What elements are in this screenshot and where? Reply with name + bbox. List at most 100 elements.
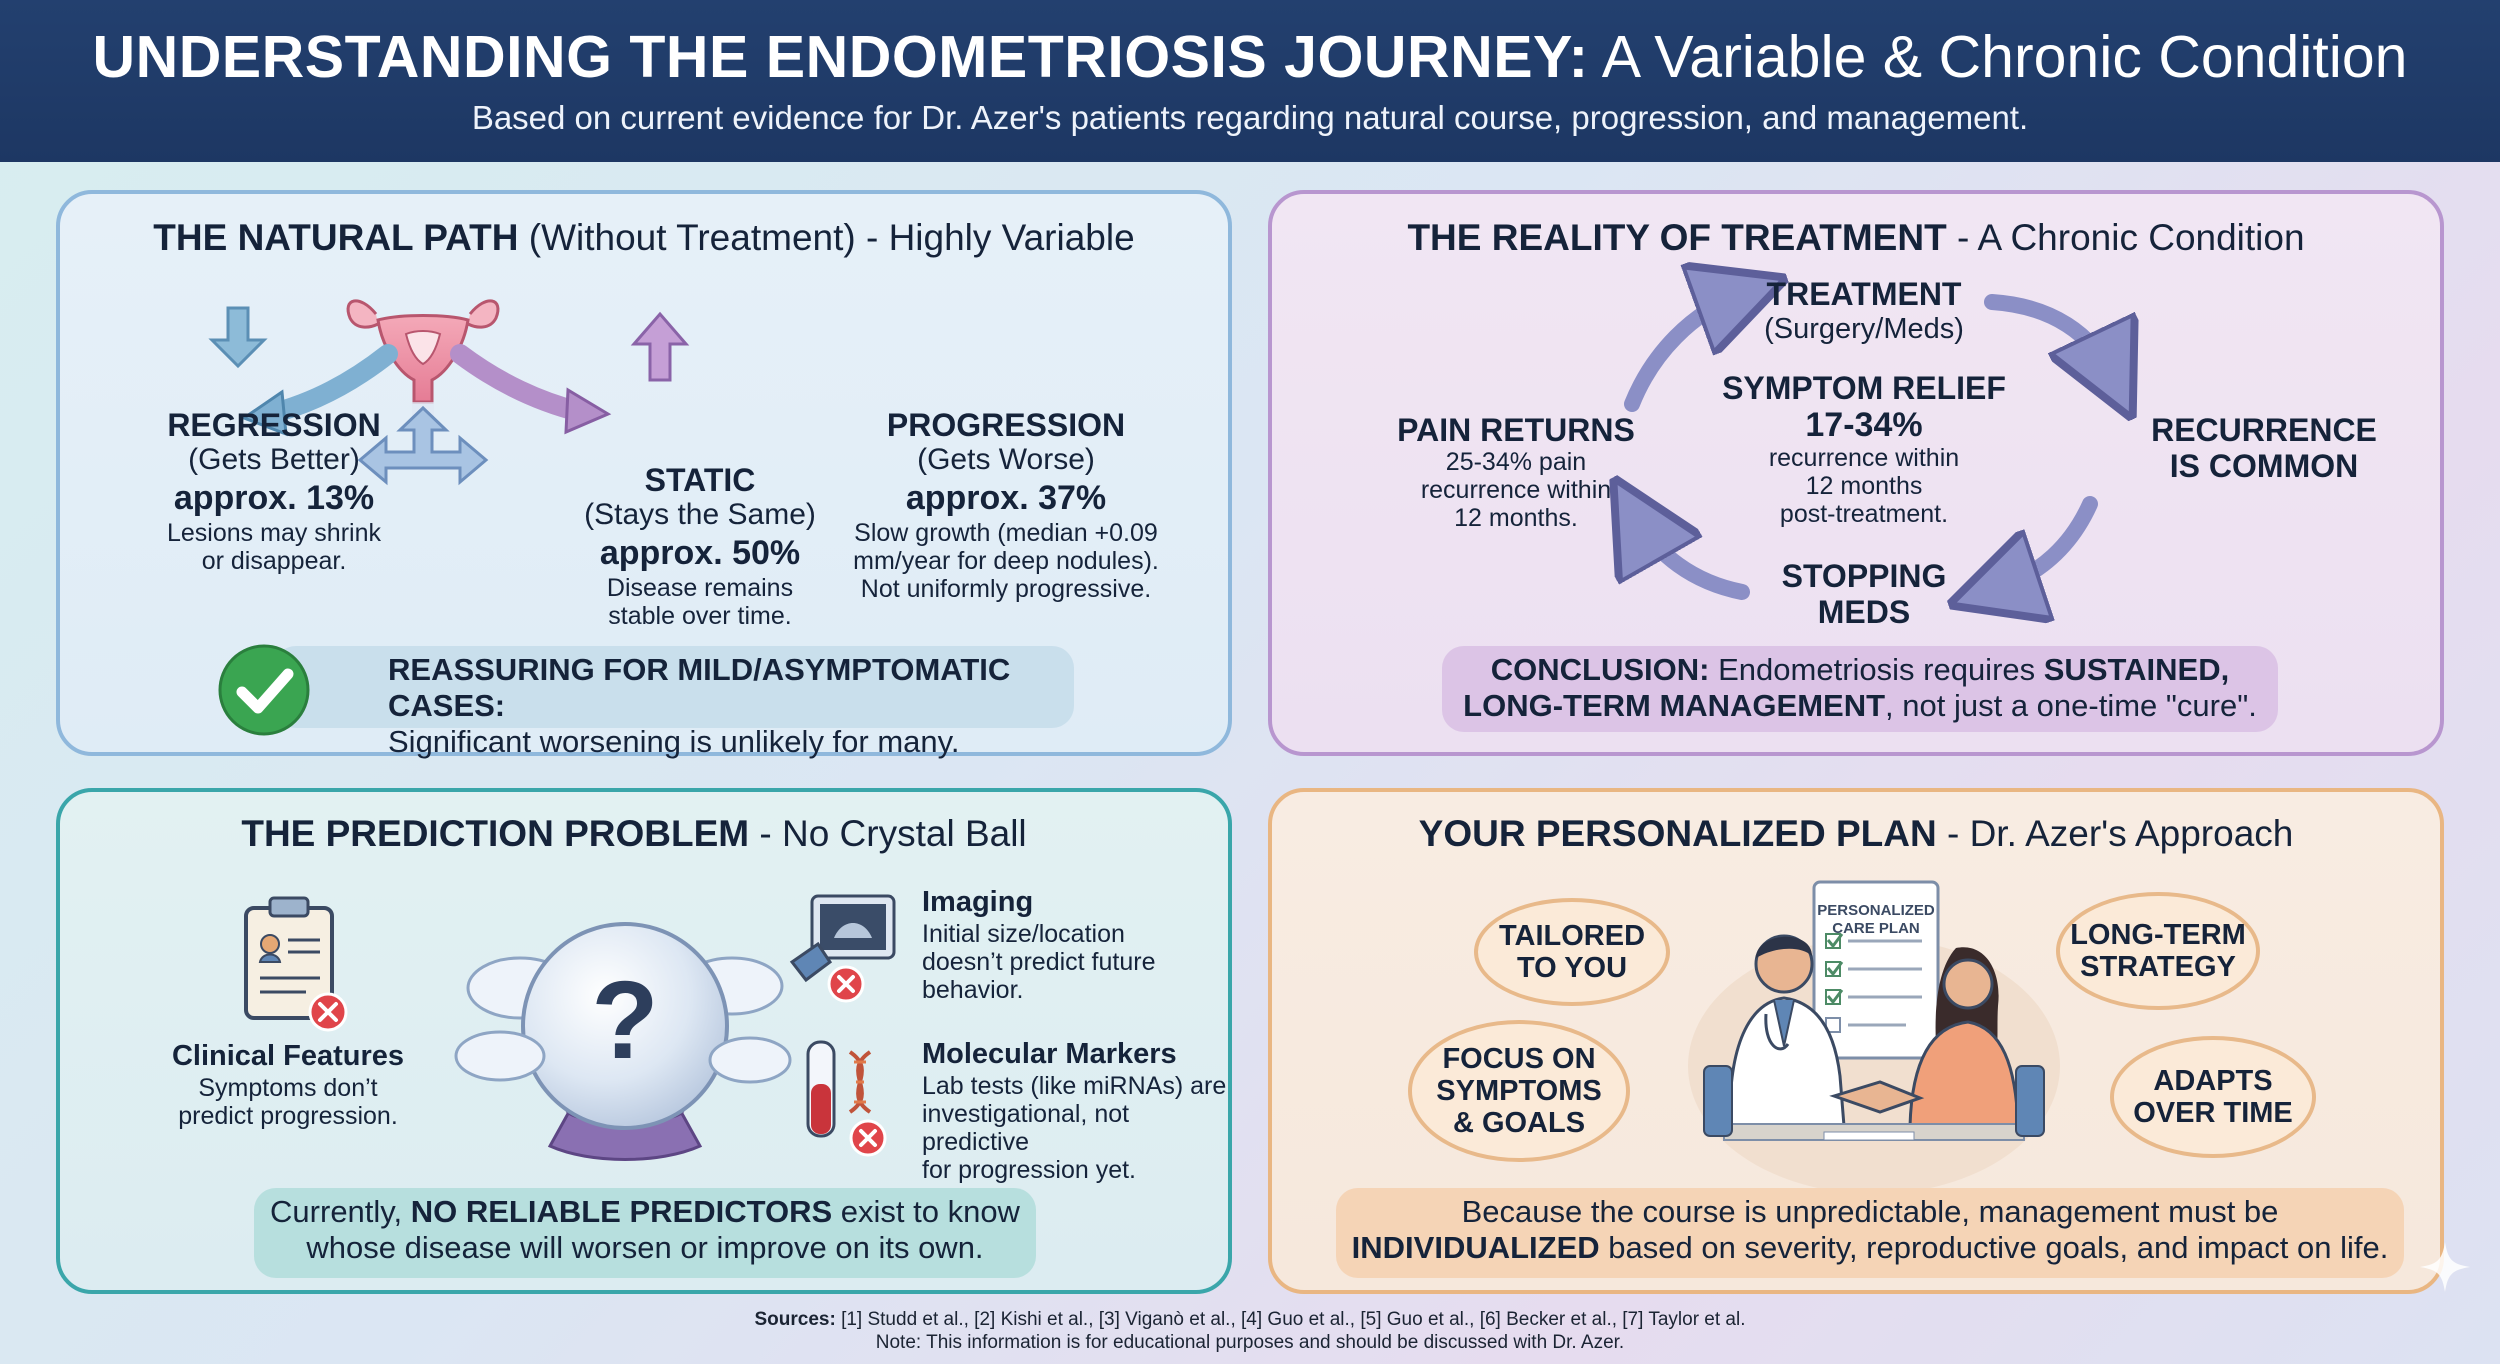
sources-label: Sources: xyxy=(754,1309,836,1330)
bubble-adapts-line-2: OVER TIME xyxy=(2133,1097,2293,1129)
cycle-stopping-line-1: STOPPING xyxy=(1781,558,1947,594)
static-label: STATIC xyxy=(644,462,756,498)
care-plan-card-title-2: CARE PLAN xyxy=(1832,920,1920,937)
conclusion-bold-2: SUSTAINED, xyxy=(2043,652,2230,687)
individualized-line-1: Because the course is unpredictable, man… xyxy=(1461,1194,2279,1229)
treatment-panel: THE REALITY OF TREATMENT - A Chronic Con… xyxy=(1268,190,2444,756)
static-desc-1: Disease remains xyxy=(606,574,794,602)
no-predictors-callout: Currently, NO RELIABLE PREDICTORS exist … xyxy=(254,1188,1036,1278)
static-sub: (Stays the Same) xyxy=(584,498,816,531)
reassuring-callout: REASSURING FOR MILD/ASYMPTOMATIC CASES: … xyxy=(274,646,1074,759)
down-arrow-icon xyxy=(208,306,268,369)
reassuring-callout-bold: REASSURING FOR MILD/ASYMPTOMATIC CASES: xyxy=(388,652,1011,723)
regression-block: REGRESSION (Gets Better) approx. 13% Les… xyxy=(144,407,404,575)
no-predictors-line-2: whose disease will worsen or improve on … xyxy=(306,1230,984,1265)
symptom-relief-desc-1: recurrence within xyxy=(1768,444,1960,472)
individualized-callout: Because the course is unpredictable, man… xyxy=(1336,1188,2404,1278)
clinical-features-desc-1: Symptoms don’t xyxy=(198,1074,378,1102)
imaging-desc-2: doesn’t predict future xyxy=(922,948,1156,976)
cycle-arrow-top-right xyxy=(1984,294,2112,376)
imaging-block: Imaging Initial size/location doesn’t pr… xyxy=(922,884,1242,1004)
molecular-markers-desc-1: Lab tests (like miRNAs) are xyxy=(922,1072,1227,1100)
plan-title: YOUR PERSONALIZED PLAN - Dr. Azer's Appr… xyxy=(1272,812,2440,856)
progression-sub: (Gets Worse) xyxy=(917,443,1095,476)
care-plan-card-title-1: PERSONALIZED xyxy=(1817,902,1935,919)
bubble-tailored-line-2: TO YOU xyxy=(1516,952,1628,984)
prediction-title-bold: THE PREDICTION PROBLEM xyxy=(241,813,750,854)
sources-text: [1] Studd et al., [2] Kishi et al., [3] … xyxy=(835,1309,1746,1330)
cycle-recurrence-line-2: IS COMMON xyxy=(2169,448,2359,484)
prediction-title-rest: - No Crystal Ball xyxy=(749,813,1027,854)
pain-returns-desc-3: 12 months. xyxy=(1454,504,1578,532)
cycle-recurrence-line-1: RECURRENCE xyxy=(2151,412,2377,448)
conclusion-text-1: Endometriosis requires xyxy=(1709,652,2044,687)
natural-path-title: THE NATURAL PATH (Without Treatment) - H… xyxy=(60,216,1228,260)
personalized-plan-panel: YOUR PERSONALIZED PLAN - Dr. Azer's Appr… xyxy=(1268,788,2444,1294)
sparkle-icon xyxy=(2420,1242,2470,1292)
title-rest: A Variable & Chronic Condition xyxy=(1588,24,2408,90)
progression-label: PROGRESSION xyxy=(886,407,1126,443)
progression-pct: approx. 37% xyxy=(905,479,1107,517)
natural-path-title-bold: THE NATURAL PATH xyxy=(153,217,519,258)
individualized-line-2: based on severity, reproductive goals, a… xyxy=(1599,1230,2389,1265)
ultrasound-icon xyxy=(789,894,896,1003)
clinical-features-desc-2: predict progression. xyxy=(178,1102,398,1130)
cycle-recurrence: RECURRENCE IS COMMON xyxy=(2134,412,2394,484)
molecular-markers-title: Molecular Markers xyxy=(922,1038,1177,1070)
individualized-bold: INDIVIDUALIZED xyxy=(1351,1230,1600,1265)
treatment-title: THE REALITY OF TREATMENT - A Chronic Con… xyxy=(1272,216,2440,260)
title-bold: UNDERSTANDING THE ENDOMETRIOSIS JOURNEY: xyxy=(92,24,1589,90)
bubble-focus-line-3: & GOALS xyxy=(1452,1107,1586,1139)
molecular-markers-block: Molecular Markers Lab tests (like miRNAs… xyxy=(922,1036,1236,1184)
regression-desc-2: or disappear. xyxy=(201,547,347,575)
prediction-panel: THE PREDICTION PROBLEM - No Crystal Ball… xyxy=(56,788,1232,1294)
sources-footer: Sources: [1] Studd et al., [2] Kishi et … xyxy=(0,1308,2500,1354)
natural-path-title-rest: (Without Treatment) - Highly Variable xyxy=(518,217,1135,258)
clinical-features-block: Clinical Features Symptoms don’t predict… xyxy=(138,1038,438,1130)
cycle-arrow-top-left xyxy=(1624,294,1742,412)
pain-returns-block: PAIN RETURNS 25-34% pain recurrence with… xyxy=(1384,412,1648,532)
natural-path-panel: THE NATURAL PATH (Without Treatment) - H… xyxy=(56,190,1232,759)
check-icon xyxy=(218,644,310,736)
cycle-stopping-line-2: MEDS xyxy=(1817,594,1911,630)
conclusion-bold-3: LONG-TERM MANAGEMENT xyxy=(1463,688,1886,723)
bubble-adapts-line-1: ADAPTS xyxy=(2153,1065,2273,1097)
static-double-arrow-icon xyxy=(357,405,489,486)
svg-text:?: ? xyxy=(591,959,658,1082)
cycle-treatment: TREATMENT (Surgery/Meds) xyxy=(1704,276,2024,346)
symptom-relief-block: SYMPTOM RELIEF 17-34% recurrence within … xyxy=(1704,370,2024,528)
molecular-markers-desc-3: for progression yet. xyxy=(922,1156,1136,1184)
regression-desc-1: Lesions may shrink xyxy=(167,519,381,547)
static-desc-2: stable over time. xyxy=(608,602,792,630)
cycle-stopping-meds: STOPPING MEDS xyxy=(1754,558,1974,630)
pain-returns-desc-1: 25-34% pain xyxy=(1445,448,1587,476)
page-title: UNDERSTANDING THE ENDOMETRIOSIS JOURNEY:… xyxy=(0,22,2500,92)
pain-returns-title: PAIN RETURNS xyxy=(1397,412,1635,448)
reassuring-callout-text: Significant worsening is unlikely for ma… xyxy=(388,724,960,759)
test-tube-dna-icon xyxy=(806,1040,887,1157)
symptom-relief-pct: 17-34% xyxy=(1805,406,1923,444)
header: UNDERSTANDING THE ENDOMETRIOSIS JOURNEY:… xyxy=(0,0,2500,162)
doctor-patient-illustration xyxy=(1688,880,2060,1194)
conclusion-bold: CONCLUSION: xyxy=(1490,652,1710,687)
natural-path-graphic xyxy=(208,299,690,486)
molecular-markers-desc-2: investigational, not predictive xyxy=(922,1100,1130,1156)
progression-curve-arrow xyxy=(450,344,590,422)
plan-title-bold: YOUR PERSONALIZED PLAN xyxy=(1418,813,1937,854)
pain-returns-desc-2: recurrence within xyxy=(1420,476,1612,504)
regression-label: REGRESSION xyxy=(167,407,381,443)
progression-desc-3: Not uniformly progressive. xyxy=(860,575,1152,603)
treatment-cycle-arrows xyxy=(1272,194,2448,760)
no-predictors-text-1: Currently, xyxy=(270,1194,411,1229)
prediction-title: THE PREDICTION PROBLEM - No Crystal Ball xyxy=(40,812,1228,856)
up-arrow-icon xyxy=(630,311,690,382)
bubble-long-term-line-2: STRATEGY xyxy=(2080,951,2236,983)
clinical-features-title: Clinical Features xyxy=(171,1040,405,1072)
plan-title-rest: - Dr. Azer's Approach xyxy=(1936,813,2294,854)
no-predictors-text-2: exist to know xyxy=(832,1194,1020,1229)
static-pct: approx. 50% xyxy=(599,534,801,572)
cycle-treatment-sub: (Surgery/Meds) xyxy=(1764,313,1964,345)
